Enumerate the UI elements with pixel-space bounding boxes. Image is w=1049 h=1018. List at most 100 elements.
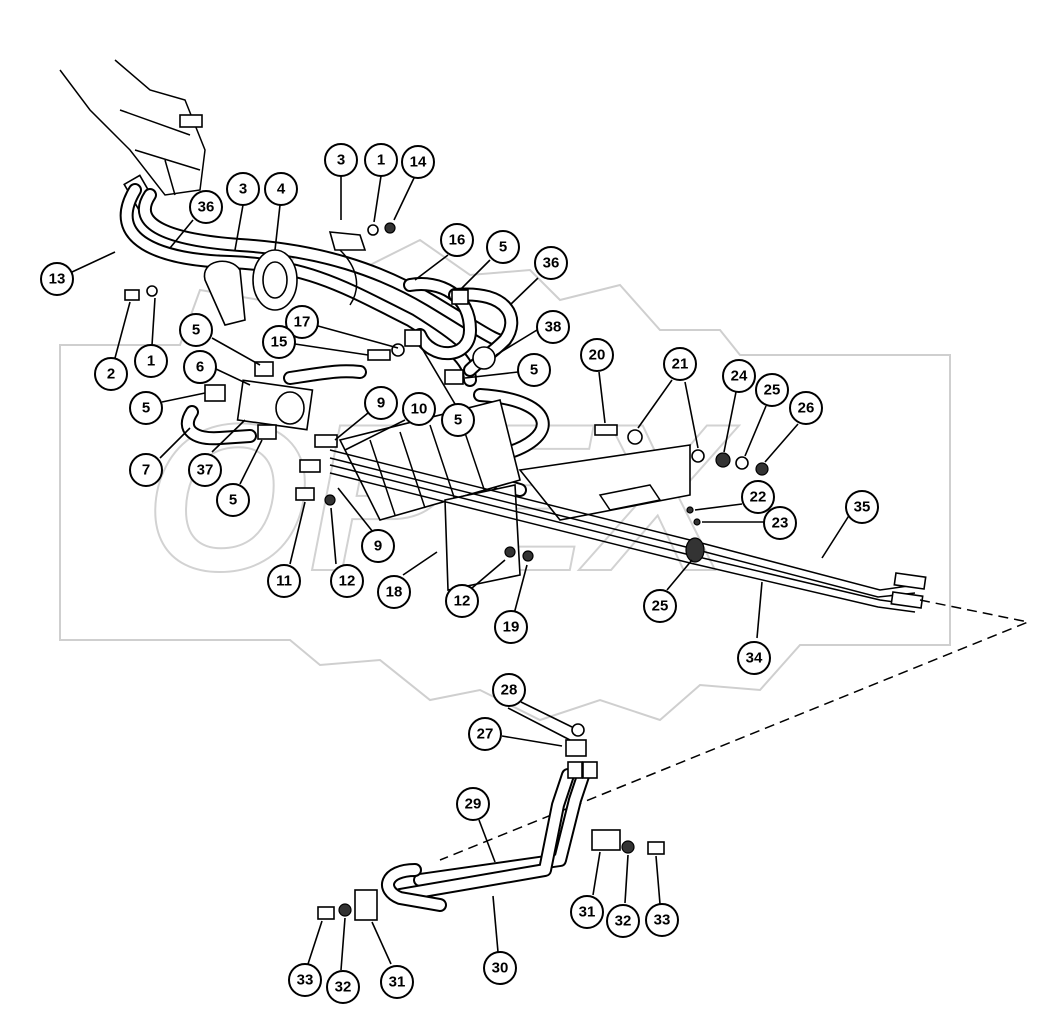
callout-1: 1 (134, 344, 168, 378)
callout-37: 37 (188, 453, 222, 487)
clamp-4-bore (262, 261, 288, 299)
leader-19 (513, 564, 528, 615)
cap-26 (755, 462, 769, 476)
leader-17 (317, 325, 399, 349)
svg-text:5: 5 (142, 400, 150, 417)
callout-14: 14 (401, 145, 435, 179)
callout-27: 27 (468, 717, 502, 751)
reference-line (439, 599, 1031, 861)
svg-text:5: 5 (229, 492, 237, 509)
svg-text:20: 20 (589, 347, 606, 364)
leader-28 (507, 701, 573, 741)
elbow-fitting-5f (404, 329, 422, 347)
clamp-strap (339, 249, 358, 306)
svg-text:25: 25 (652, 598, 669, 615)
nut-12 (324, 494, 336, 506)
svg-text:21: 21 (672, 356, 689, 373)
callout-12: 12 (445, 584, 479, 618)
callout-3: 3 (226, 172, 260, 206)
callout-25: 25 (643, 589, 677, 623)
svg-text:33: 33 (654, 912, 671, 929)
seal-17 (391, 343, 405, 357)
callout-31: 31 (380, 965, 414, 999)
screw-22 (686, 506, 694, 514)
callout-5: 5 (517, 353, 551, 387)
leader-15 (294, 343, 369, 356)
svg-text:12: 12 (454, 593, 471, 610)
bolt-2 (124, 289, 140, 301)
upper-assembly (59, 59, 1031, 861)
leader-20 (598, 371, 606, 424)
hose-upper-valve-inner (285, 366, 365, 383)
elbow-fitting-5a (204, 384, 226, 402)
callout-26: 26 (789, 391, 823, 425)
callout-28: 28 (492, 673, 526, 707)
callout-29: 29 (456, 787, 490, 821)
mount-bracket (59, 59, 206, 196)
svg-text:1: 1 (147, 353, 155, 370)
bracket-tab (598, 484, 662, 511)
callout-1: 1 (364, 143, 398, 177)
bolt-20 (594, 424, 618, 436)
leader-32a (624, 854, 629, 904)
leader-18 (402, 551, 438, 576)
svg-text:37: 37 (197, 462, 214, 479)
callout-23: 23 (763, 506, 797, 540)
callout-10: 10 (402, 392, 436, 426)
clamp-25 (685, 537, 705, 563)
leader-12a (330, 507, 337, 565)
leader-5c (161, 392, 206, 403)
callout-5: 5 (441, 403, 475, 437)
leader-12b (471, 559, 506, 589)
hose-16-inner (405, 279, 475, 359)
leader-35 (821, 513, 851, 559)
callout-36: 36 (534, 246, 568, 280)
svg-text:17: 17 (294, 314, 311, 331)
bolt-33-right (647, 841, 665, 855)
callout-4: 4 (264, 172, 298, 206)
svg-text:3: 3 (337, 152, 345, 169)
leader-33b (307, 920, 323, 965)
svg-text:24: 24 (731, 368, 748, 385)
callout-24: 24 (722, 359, 756, 393)
svg-text:27: 27 (477, 726, 494, 743)
svg-text:7: 7 (142, 462, 150, 479)
callout-5: 5 (179, 313, 213, 347)
callout-32: 32 (326, 970, 360, 1004)
callout-3: 3 (324, 143, 358, 177)
leader-24 (723, 391, 737, 453)
fitting-9 (314, 434, 338, 448)
nut-32-left (338, 903, 352, 917)
callout-7: 7 (129, 453, 163, 487)
clamp-31-left (354, 889, 378, 921)
svg-text:35: 35 (854, 499, 871, 516)
leader-36a (169, 219, 194, 249)
svg-text:30: 30 (492, 960, 509, 977)
leader-16 (414, 254, 449, 281)
callout-9: 9 (361, 529, 395, 563)
leader-27 (501, 735, 563, 747)
leader-22 (694, 503, 743, 511)
tube-end-fitting-b (890, 591, 924, 609)
part-38 (472, 346, 496, 370)
svg-text:28: 28 (501, 682, 518, 699)
nut-14 (384, 222, 396, 234)
svg-text:9: 9 (374, 538, 382, 555)
callout-13: 13 (40, 262, 74, 296)
svg-text:5: 5 (499, 239, 507, 256)
svg-text:13: 13 (49, 271, 66, 288)
callout-20: 20 (580, 338, 614, 372)
leader-34 (756, 581, 763, 639)
svg-text:31: 31 (389, 974, 406, 991)
callout-33: 33 (288, 963, 322, 997)
washer-21a (627, 429, 643, 445)
callout-21: 21 (663, 347, 697, 381)
callout-35: 35 (845, 490, 879, 524)
callout-16: 16 (440, 223, 474, 257)
bolt-33-left (317, 906, 335, 920)
svg-text:26: 26 (798, 400, 815, 417)
svg-text:16: 16 (449, 232, 466, 249)
leader-lines (71, 175, 851, 971)
svg-text:5: 5 (454, 412, 462, 429)
leader-5f (239, 439, 263, 485)
